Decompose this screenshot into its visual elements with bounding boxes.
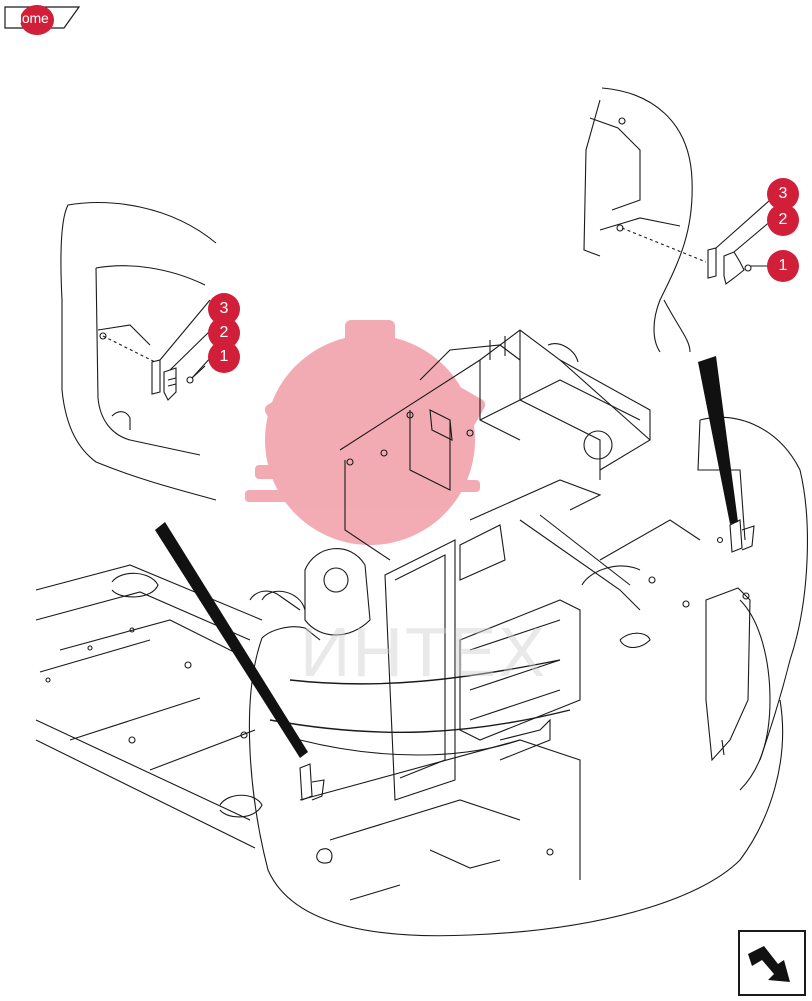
home-tab-button[interactable]: Home	[4, 4, 80, 35]
callout-left-1[interactable]: 1	[208, 341, 240, 373]
next-page-button[interactable]	[738, 930, 806, 996]
callout-right-2[interactable]: 2	[767, 204, 799, 236]
home-tab-label: Home	[12, 10, 49, 26]
left-detail-panel	[60, 202, 217, 501]
watermark-text: ИНТЕХ	[300, 613, 548, 691]
machine-frame	[35, 329, 808, 937]
next-page-arrow-icon	[738, 930, 806, 996]
callout-right-1[interactable]: 1	[767, 250, 799, 282]
leader-right	[698, 356, 738, 524]
home-tab-badge	[20, 5, 54, 35]
right-detail-panel	[583, 87, 773, 353]
leader-left	[155, 522, 308, 758]
watermark-logo	[245, 320, 486, 545]
